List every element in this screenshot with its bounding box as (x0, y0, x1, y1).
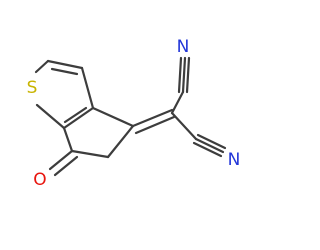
bond-c8-n1-1 (181, 56, 187, 94)
bond-c8-n1-3 (177, 56, 183, 94)
atom-label-oxygen: O (33, 170, 46, 190)
molecule-diagram: S O N N (27, 37, 241, 190)
bond-c9-n2-1 (194, 137, 225, 154)
bond-c2-c3 (46, 59, 84, 70)
atom-label-sulfur: S (27, 78, 38, 98)
atom-label-nitrogen-upper: N (177, 37, 190, 57)
bond-c6-c6a (62, 126, 74, 153)
bond-c8-n1-2 (185, 56, 191, 94)
bond-c7-c9 (170, 111, 198, 141)
bond-c6-o-2 (53, 155, 79, 177)
atom-label-nitrogen-lower: N (228, 150, 241, 170)
bond-c3-c3a (80, 66, 95, 110)
bond-c3a-c6a (62, 106, 95, 130)
bond-c4-c5 (106, 124, 135, 159)
bond-c9-n2-2 (192, 141, 223, 158)
bond-c4-c7-2 (134, 115, 176, 135)
bond-c2-c3-inner (50, 67, 79, 76)
bond-c6-o-1 (48, 149, 74, 171)
bond-c3a-c4 (91, 106, 135, 128)
bond-c9-n2-3 (196, 133, 227, 150)
bond-s-c2 (34, 59, 50, 74)
bond-c3a-c6a-inner (63, 106, 88, 124)
bond-c6a-s (35, 103, 66, 130)
bond-c7-c8 (170, 90, 185, 115)
bond-c5-c6 (70, 149, 110, 159)
bond-c4-c7-1 (131, 108, 174, 128)
